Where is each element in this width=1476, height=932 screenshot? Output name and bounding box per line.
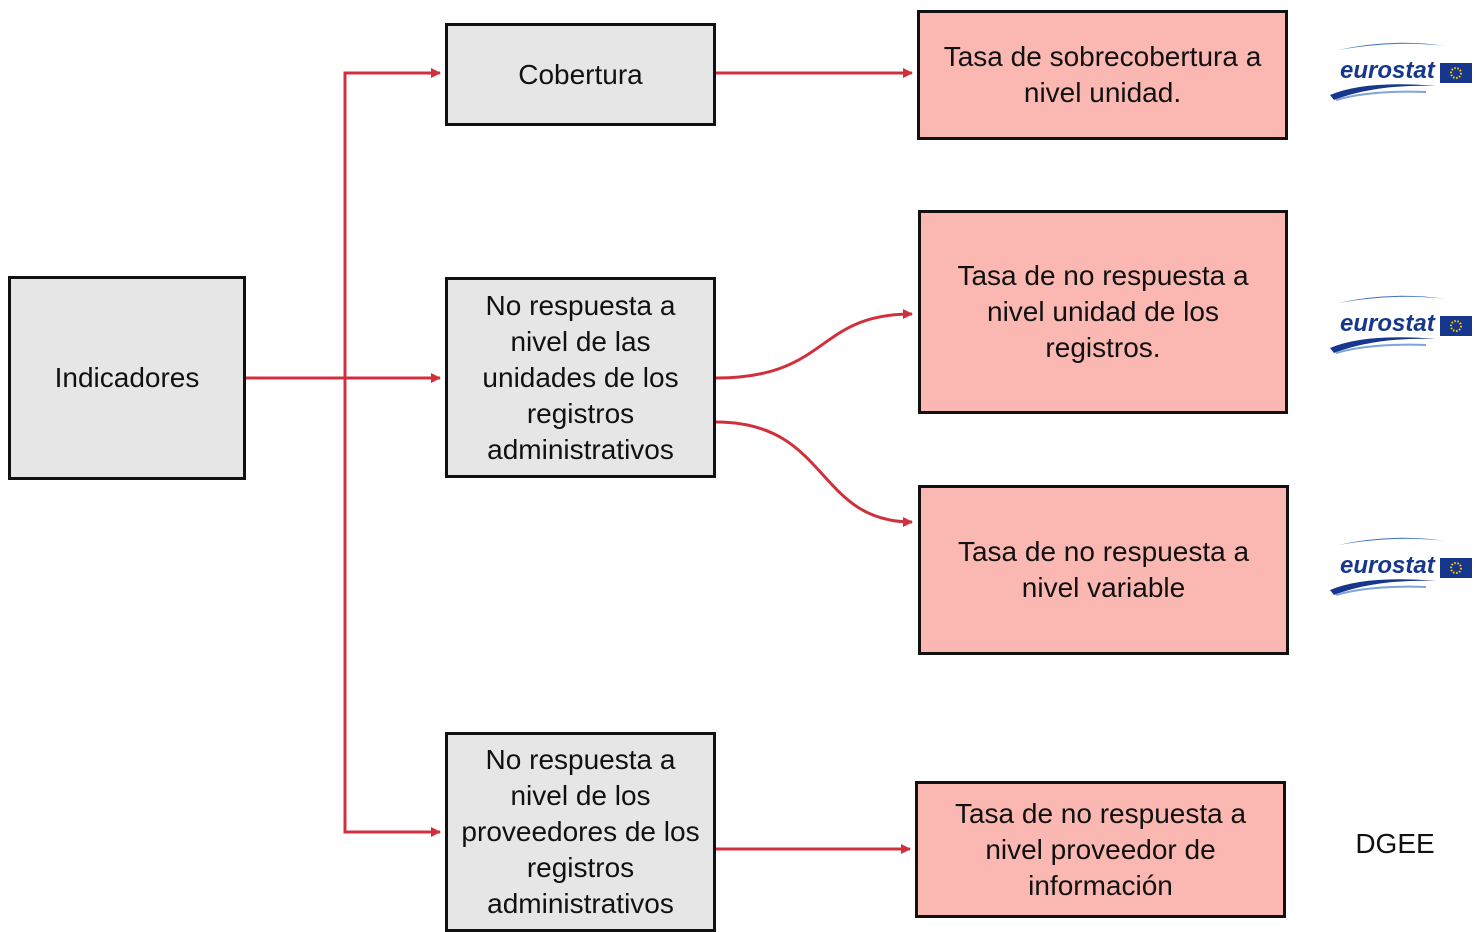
overcoverage-rate-node: Tasa de sobrecobertura a nivel unidad. <box>917 10 1288 140</box>
provider-nonresponse-rate-node: Tasa de no respuesta a nivel proveedor d… <box>915 781 1286 918</box>
eurostat-logo-text: eurostat <box>1340 57 1436 84</box>
eurostat-logo-icon: eurostat <box>1330 537 1472 596</box>
provider-nonresponse-label: No respuesta a nivel de los proveedores … <box>461 744 700 919</box>
eurostat-source-1: eurostat <box>1326 40 1476 104</box>
connector-root-to-provider-nonresponse <box>343 378 441 837</box>
coverage-node: Cobertura <box>445 23 716 126</box>
connector-unit-to-registry-rate <box>715 309 913 380</box>
overcoverage-rate-label: Tasa de sobrecobertura a nivel unidad. <box>943 41 1262 108</box>
coverage-label: Cobertura <box>518 58 643 90</box>
unit-nonresponse-rate-node: Tasa de no respuesta a nivel unidad de l… <box>918 210 1288 414</box>
eurostat-logo-text: eurostat <box>1340 552 1436 579</box>
indicators-label: Indicadores <box>54 362 200 393</box>
dgee-source-label: DGEE <box>1355 828 1435 859</box>
connector-root-to-coverage <box>246 68 441 380</box>
eurostat-logo-text: eurostat <box>1340 310 1436 337</box>
connector-unit-to-variable-rate <box>715 420 913 527</box>
provider-nonresponse-rate-label: Tasa de no respuesta a nivel proveedor d… <box>954 797 1247 901</box>
unit-nonresponse-rate-label: Tasa de no respuesta a nivel unidad de l… <box>957 260 1249 363</box>
provider-nonresponse-node: No respuesta a nivel de los proveedores … <box>445 732 716 932</box>
eurostat-logo-icon: eurostat <box>1330 295 1472 354</box>
unit-nonresponse-label: No respuesta a nivel de las unidades de … <box>482 289 679 465</box>
unit-nonresponse-node: No respuesta a nivel de las unidades de … <box>445 277 716 478</box>
eurostat-source-2: eurostat <box>1326 293 1476 357</box>
eurostat-source-3: eurostat <box>1326 535 1476 599</box>
variable-nonresponse-rate-label: Tasa de no respuesta a nivel variable <box>957 536 1250 603</box>
indicators-node: Indicadores <box>8 276 246 480</box>
eurostat-logo-icon: eurostat <box>1330 42 1472 101</box>
variable-nonresponse-rate-node: Tasa de no respuesta a nivel variable <box>918 485 1289 655</box>
